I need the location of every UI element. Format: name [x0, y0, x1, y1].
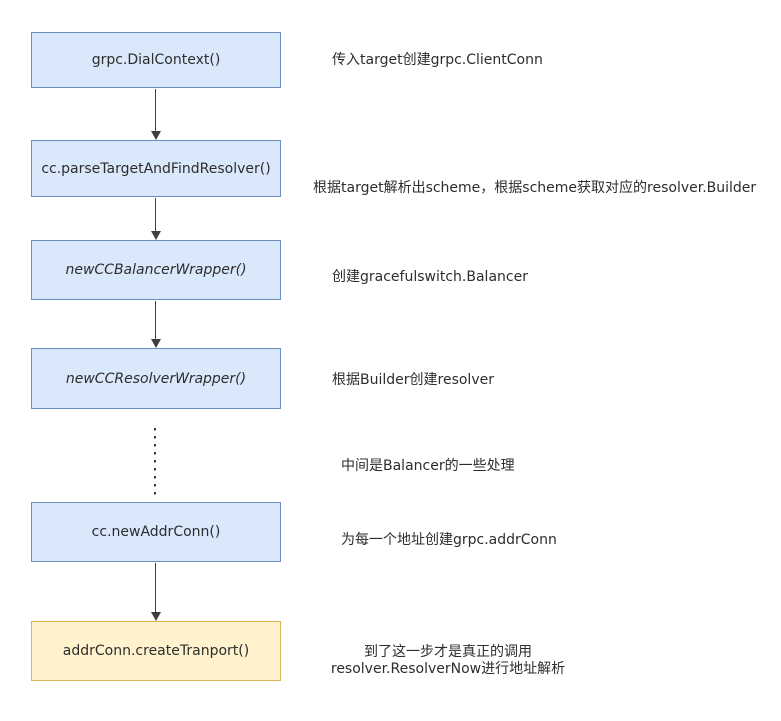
node-label: newCCResolverWrapper() [65, 370, 247, 387]
node-label: cc.newAddrConn() [91, 524, 221, 540]
annotation-dialcontext: 传入target创建grpc.ClientConn [332, 52, 543, 68]
node-parse-target-and-find-resolver: cc.parseTargetAndFindResolver() [31, 140, 281, 197]
arrow-shaft [155, 89, 157, 132]
arrowhead-icon [150, 339, 161, 348]
annotation-line-1: 到了这一步才是真正的调用 [364, 644, 532, 660]
annotation-line-2: resolver.ResolverNow进行地址解析 [330, 661, 566, 677]
annotation-balancer-middle: 中间是Balancer的一些处理 [341, 458, 515, 474]
node-label: newCCBalancerWrapper() [65, 262, 247, 278]
node-label: grpc.DialContext() [91, 52, 221, 68]
node-new-cc-resolver-wrapper: newCCResolverWrapper() [31, 348, 281, 409]
arrow-down-1 [150, 89, 162, 140]
arrow-down-4 [150, 563, 162, 621]
node-grpc-dialcontext: grpc.DialContext() [31, 32, 281, 88]
arrow-shaft [155, 198, 157, 232]
annotation-resolver-wrapper: 根据Builder创建resolver [332, 372, 494, 388]
node-label: cc.parseTargetAndFindResolver() [41, 160, 271, 177]
annotation-balancer-wrapper: 创建gracefulswitch.Balancer [332, 269, 528, 285]
node-new-cc-balancer-wrapper: newCCBalancerWrapper() [31, 240, 281, 300]
arrow-shaft [155, 563, 157, 613]
annotation-create-transport: 到了这一步才是真正的调用 resolver.ResolverNow进行地址解析 [317, 644, 579, 678]
node-cc-new-addr-conn: cc.newAddrConn() [31, 502, 281, 562]
arrowhead-icon [150, 131, 161, 140]
node-addr-conn-create-transport: addrConn.createTranport() [31, 621, 281, 681]
node-label: addrConn.createTranport() [62, 643, 250, 659]
dotted-connector [154, 428, 157, 500]
annotation-parse-target: 根据target解析出scheme，根据scheme获取对应的resolver.… [313, 180, 757, 196]
arrow-down-3 [150, 301, 162, 348]
arrowhead-icon [150, 231, 161, 240]
arrow-down-2 [150, 198, 162, 240]
arrowhead-icon [150, 612, 161, 621]
arrow-shaft [155, 301, 157, 340]
annotation-new-addr-conn: 为每一个地址创建grpc.addrConn [341, 532, 557, 548]
